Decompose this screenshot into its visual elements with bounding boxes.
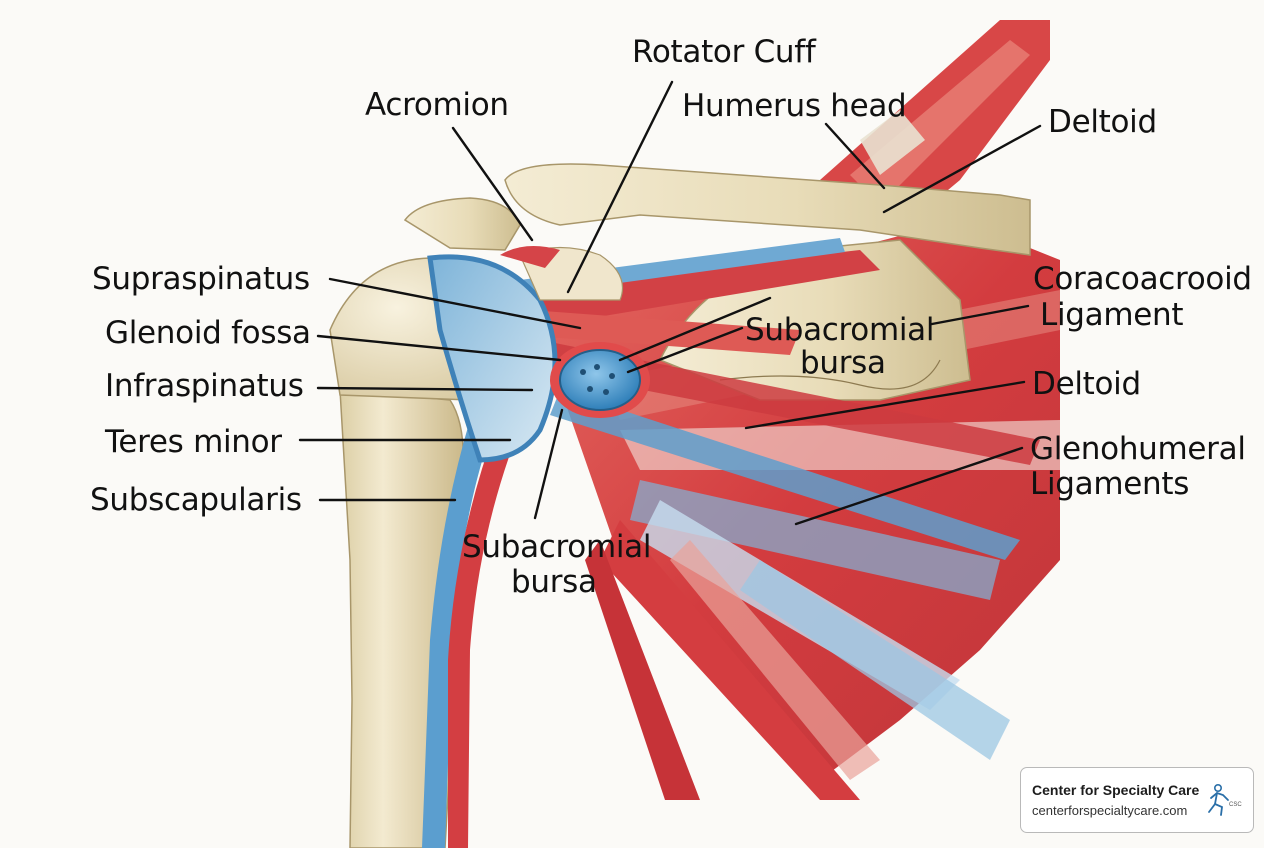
label-infraspinatus: Infraspinatus (105, 368, 304, 404)
label-glenohumeral-line1: Glenohumeral (1030, 431, 1246, 467)
label-supraspinatus: Supraspinatus (92, 261, 310, 297)
watermark-logo-text: CSC (1229, 802, 1242, 808)
label-humerus-head: Humerus head (682, 88, 906, 124)
label-deltoid-right: Deltoid (1032, 366, 1141, 402)
label-subscapularis: Subscapularis (90, 482, 302, 518)
rotator-cuff (427, 254, 558, 463)
label-deltoid-top: Deltoid (1048, 104, 1157, 140)
label-acromion: Acromion (365, 87, 509, 123)
leader-lines (298, 80, 1042, 526)
label-subacromial-low-line2: bursa (511, 564, 597, 600)
label-subacromial-mid-line1: Subacromial (745, 312, 934, 348)
label-subacromial-mid-line2: bursa (800, 345, 886, 381)
clavicle (504, 163, 1031, 256)
coracoid (403, 197, 521, 251)
label-coracoacroid-line1: Coracoacrooid (1033, 261, 1252, 297)
runner-logo-icon: CSC (1208, 784, 1242, 816)
label-glenoid-fossa: Glenoid fossa (105, 315, 311, 351)
watermark-url: centerforspecialtycare.com (1032, 803, 1188, 818)
label-glenohumeral-line2: Ligaments (1030, 466, 1189, 502)
labels: Rotator Cuff Acromion Humerus head Delto… (90, 34, 1252, 600)
label-teres-minor: Teres minor (104, 424, 282, 460)
label-rotator-cuff: Rotator Cuff (632, 34, 817, 70)
watermark-title: Center for Specialty Care (1032, 782, 1200, 798)
label-coracoacroid-line2: Ligament (1040, 297, 1183, 333)
label-subacromial-low-line1: Subacromial (462, 529, 651, 565)
anatomy-drawing (329, 20, 1060, 848)
watermark-badge: Center for Specialty Care centerforspeci… (1020, 767, 1254, 833)
